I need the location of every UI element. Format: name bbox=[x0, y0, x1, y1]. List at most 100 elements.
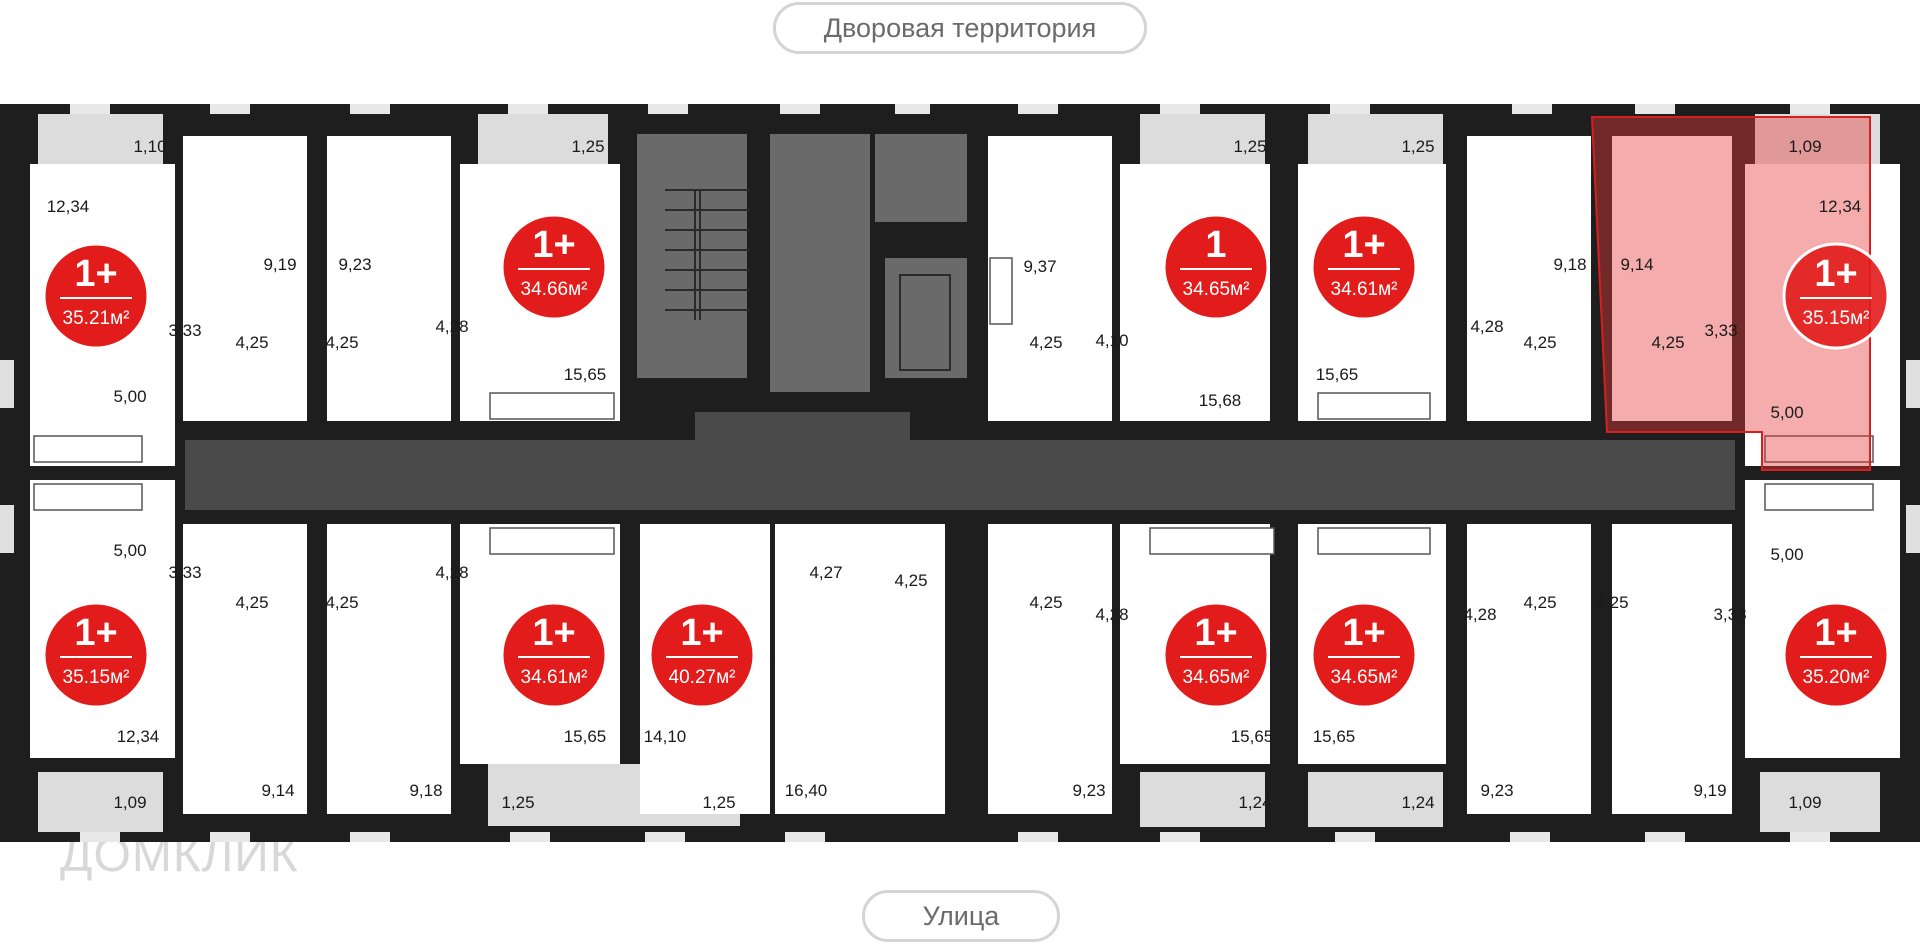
room-area-label: 4,25 bbox=[1523, 333, 1556, 352]
top-rooms bbox=[30, 114, 1900, 466]
apartment-badges: 1+ 35.21м² 1+ 34.66м² 1 34.65м² 1+ 34.61м² 1+ 35.… bbox=[42, 213, 1890, 709]
room-area-label: 4,25 bbox=[894, 571, 927, 590]
apartment-type: 1+ bbox=[680, 612, 723, 654]
room-area-label: 15,68 bbox=[1199, 391, 1242, 410]
room-area-label: 4,25 bbox=[235, 333, 268, 352]
room-area-label: 1,25 bbox=[501, 793, 534, 812]
apartment-area: 34.61м² bbox=[521, 667, 588, 688]
apartment-area: 35.15м² bbox=[1803, 308, 1870, 329]
room-area-label: 9,18 bbox=[409, 781, 442, 800]
apartment-area: 35.20м² bbox=[1803, 667, 1870, 688]
room-area-label: 12,34 bbox=[1819, 197, 1862, 216]
room-area-label: 9,19 bbox=[1693, 781, 1726, 800]
room-area-label: 1,09 bbox=[1788, 793, 1821, 812]
apartment-badge[interactable]: 1+ 34.61м² bbox=[500, 601, 608, 709]
apartment-badge[interactable]: 1+ 35.21м² bbox=[42, 242, 150, 350]
stairwell bbox=[637, 134, 967, 392]
room-area-label: 9,37 bbox=[1023, 257, 1056, 276]
room-area-label: 4,25 bbox=[1029, 333, 1062, 352]
apartment-badge[interactable]: 1+ 35.15м² bbox=[42, 601, 150, 709]
apartment-badge[interactable]: 1+ 34.61м² bbox=[1310, 213, 1418, 321]
apartment-type: 1+ bbox=[532, 612, 575, 654]
room-area-label: 4,10 bbox=[1095, 331, 1128, 350]
room-area-label: 4,28 bbox=[435, 317, 468, 336]
room-area-label: 4,25 bbox=[1029, 593, 1062, 612]
street-label: Улица bbox=[862, 890, 1060, 942]
apartment-type: 1+ bbox=[1342, 612, 1385, 654]
room-area-label: 3,33 bbox=[168, 321, 201, 340]
apartment-area: 40.27м² bbox=[669, 667, 736, 688]
bottom-windows bbox=[80, 832, 1830, 842]
selected-apartment-highlight bbox=[1590, 116, 1871, 471]
room-area-label: 15,65 bbox=[1316, 365, 1359, 384]
apartment-type: 1+ bbox=[1194, 612, 1237, 654]
room-area-label: 4,28 bbox=[435, 563, 468, 582]
room-area-label: 15,65 bbox=[564, 727, 607, 746]
room-area-label: 5,00 bbox=[1770, 545, 1803, 564]
apartment-area: 35.21м² bbox=[63, 308, 130, 329]
room-area-label: 9,14 bbox=[261, 781, 294, 800]
room-area-label: 4,25 bbox=[1523, 593, 1556, 612]
room-area-label: 14,10 bbox=[644, 727, 687, 746]
room-area-label: 9,23 bbox=[1072, 781, 1105, 800]
apartment-badge[interactable]: 1+ 40.27м² bbox=[648, 601, 756, 709]
room-area-label: 15,65 bbox=[1231, 727, 1274, 746]
room-area-label: 3,33 bbox=[168, 563, 201, 582]
room-area-label: 5,00 bbox=[1770, 403, 1803, 422]
room-area-label: 4,25 bbox=[325, 593, 358, 612]
room-area-label: 9,23 bbox=[338, 255, 371, 274]
apartment-type: 1+ bbox=[74, 612, 117, 654]
room-area-label: 4,25 bbox=[1595, 593, 1628, 612]
room-area-label: 4,25 bbox=[235, 593, 268, 612]
apartment-type: 1+ bbox=[532, 224, 575, 266]
courtyard-label: Дворовая территория bbox=[773, 2, 1147, 54]
apartment-type: 1+ bbox=[1814, 612, 1857, 654]
apartment-type: 1+ bbox=[1342, 224, 1385, 266]
room-area-label: 16,40 bbox=[785, 781, 828, 800]
room-area-label: 1,25 bbox=[1401, 137, 1434, 156]
room-area-label: 12,34 bbox=[47, 197, 90, 216]
room-area-label: 1,24 bbox=[1238, 793, 1271, 812]
room-area-label: 4,27 bbox=[809, 563, 842, 582]
room-area-label: 9,19 bbox=[263, 255, 296, 274]
room-area-label: 4,25 bbox=[325, 333, 358, 352]
side-windows bbox=[0, 360, 1920, 553]
kitchens bbox=[33, 257, 1874, 555]
room-area-label: 4,28 bbox=[1095, 605, 1128, 624]
apartment-area: 34.66м² bbox=[521, 279, 588, 300]
apartment-area: 34.65м² bbox=[1183, 667, 1250, 688]
apartment-badge[interactable]: 1 34.65м² bbox=[1162, 213, 1270, 321]
room-area-label: 9,14 bbox=[1620, 255, 1653, 274]
apartment-badge[interactable]: 1+ 34.65м² bbox=[1162, 601, 1270, 709]
apartment-badge[interactable]: 1+34.65м² bbox=[1310, 601, 1418, 709]
room-area-label: 9,18 bbox=[1553, 255, 1586, 274]
room-area-labels: 1,10 12,34 9,19 9,23 1,25 3,33 4,25 4,25 4,28 5,0… bbox=[47, 137, 1862, 812]
room-area-label: 5,00 bbox=[113, 541, 146, 560]
room-area-label: 3,33 bbox=[1704, 321, 1737, 340]
room-area-label: 15,65 bbox=[564, 365, 607, 384]
room-area-label: 3,33 bbox=[1713, 605, 1746, 624]
room-area-label: 1,24 bbox=[1401, 793, 1434, 812]
room-area-label: 4,25 bbox=[1651, 333, 1684, 352]
apartment-area: 34.65м² bbox=[1183, 279, 1250, 300]
room-area-label: 4,28 bbox=[1463, 605, 1496, 624]
apartment-type: 1+ bbox=[74, 253, 117, 295]
room-area-label: 12,34 bbox=[117, 727, 160, 746]
room-area-label: 5,00 bbox=[113, 387, 146, 406]
room-area-label: 1,10 bbox=[133, 137, 166, 156]
room-area-label: 1,25 bbox=[571, 137, 604, 156]
apartment-area: 34.61м² bbox=[1331, 279, 1398, 300]
apartment-area: 35.15м² bbox=[63, 667, 130, 688]
room-area-label: 1,25 bbox=[702, 793, 735, 812]
corridor bbox=[185, 440, 1735, 510]
apartment-type: 1+ bbox=[1814, 253, 1857, 295]
room-area-label: 9,23 bbox=[1480, 781, 1513, 800]
apartment-badge[interactable]: 1+ 34.66м² bbox=[500, 213, 608, 321]
room-area-label: 1,09 bbox=[113, 793, 146, 812]
room-area-label: 1,09 bbox=[1788, 137, 1821, 156]
apartment-badge[interactable]: 1+ 35.20м² bbox=[1782, 601, 1890, 709]
room-area-label: 15,65 bbox=[1313, 727, 1356, 746]
apartment-type: 1 bbox=[1205, 224, 1226, 266]
apartment-badge[interactable]: 1+ 35.15м² bbox=[1782, 242, 1890, 350]
